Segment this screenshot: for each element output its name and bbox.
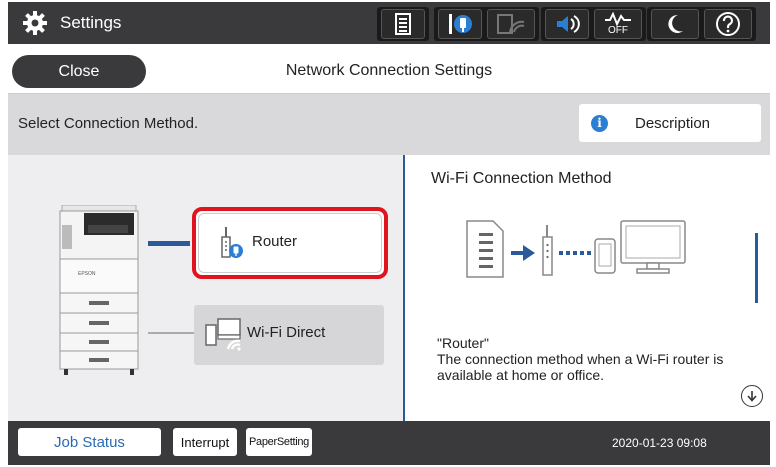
method-heading: Wi-Fi Connection Method	[431, 170, 612, 187]
router-option-label: Router	[252, 233, 298, 250]
instruction-band: Select Connection Method. i Description	[8, 94, 770, 155]
network-off-status-button[interactable]: OFF	[594, 9, 642, 39]
method-description-panel: Wi-Fi Connection Method	[405, 155, 770, 421]
diagram-printer-icon	[466, 220, 504, 278]
router-connection-diagram	[466, 220, 686, 278]
printer-icon: EPSON	[59, 205, 139, 375]
app-title: Settings	[60, 13, 122, 32]
svg-text:EPSON: EPSON	[78, 271, 96, 277]
help-button[interactable]	[704, 9, 752, 39]
speaker-status-button[interactable]	[545, 9, 589, 39]
wifi-direct-option-label: Wi-Fi Direct	[247, 324, 326, 341]
datetime-display: 2020-01-23 09:08	[612, 436, 707, 450]
bottom-bar: Job Status Interrupt PaperSetting 2020-0…	[8, 421, 770, 465]
instruction-text: Select Connection Method.	[18, 115, 199, 132]
router-icon	[221, 227, 243, 258]
diagram-router-icon	[542, 225, 553, 276]
network-off-label: OFF	[608, 25, 628, 36]
settings-screen: Settings	[8, 0, 770, 467]
sleep-icon	[668, 14, 683, 33]
method-description: "Router" The connection method when a Wi…	[437, 335, 727, 383]
close-button[interactable]: Close	[12, 55, 146, 88]
paper-setting-button[interactable]: PaperSetting	[246, 428, 312, 456]
system-status-group	[647, 7, 756, 41]
scroll-down-button[interactable]	[741, 385, 763, 407]
router-option-button[interactable]: Router	[192, 207, 388, 279]
info-icon: i	[591, 115, 608, 132]
connection-status-group	[434, 7, 539, 41]
interrupt-button[interactable]: Interrupt	[173, 428, 237, 456]
ink-icon	[395, 13, 411, 35]
ink-status-button[interactable]	[381, 9, 425, 39]
connection-options-panel: EPSON Rout	[8, 155, 403, 421]
method-description-title: "Router"	[437, 335, 489, 351]
top-status-bar: Settings	[8, 2, 770, 44]
page-title: Network Connection Settings	[285, 62, 493, 79]
diagram-monitor-icon	[620, 220, 686, 274]
usb-icon	[449, 14, 472, 34]
network-off-icon	[605, 12, 631, 26]
direct-connector-line	[148, 332, 196, 334]
router-connector-line	[148, 241, 190, 246]
gear-icon	[23, 11, 47, 35]
speaker-icon	[557, 15, 580, 33]
scrollbar[interactable]	[755, 233, 758, 303]
diagram-phone-icon	[594, 238, 616, 274]
sleep-button[interactable]	[651, 9, 699, 39]
arrow-down-icon	[747, 391, 757, 402]
description-button[interactable]: i Description	[579, 104, 761, 142]
diagram-arrow-icon	[511, 245, 535, 261]
wifi-icon	[497, 14, 525, 34]
wifi-direct-icon	[205, 318, 241, 351]
usb-status-button[interactable]	[438, 9, 482, 39]
description-label: Description	[635, 115, 711, 132]
panel-divider	[403, 155, 405, 421]
wifi-direct-option-button[interactable]: Wi-Fi Direct	[194, 305, 384, 365]
screen-header: Close Network Connection Settings	[8, 48, 770, 94]
method-description-body: The connection method when a Wi-Fi route…	[437, 351, 724, 383]
sound-status-group: OFF	[541, 7, 646, 41]
job-status-button[interactable]: Job Status	[18, 428, 161, 456]
wifi-status-button[interactable]	[487, 9, 535, 39]
diagram-dotted-link	[559, 251, 591, 255]
help-icon	[716, 12, 740, 36]
ink-status-group	[377, 7, 429, 41]
